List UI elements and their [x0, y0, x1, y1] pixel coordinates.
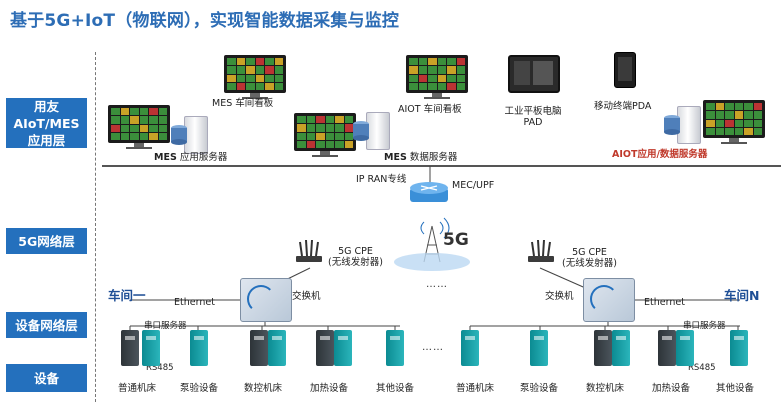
tablet-pad-device: [508, 55, 560, 93]
device-icon: [461, 330, 479, 366]
mes-app-server-label-rest: 应用服务器: [176, 152, 228, 163]
serial-server-icon: [676, 330, 694, 366]
page-title: 基于5G+IoT（物联网），实现智能数据采集与监控: [10, 11, 400, 31]
screen-grid: [297, 116, 353, 148]
layer-label-app: 用友AIoT/MES应用层: [6, 98, 87, 148]
device-caption-right-4: 其他设备: [715, 383, 754, 394]
aiot-server: [664, 102, 701, 144]
device-caption-right-2: 数控机床: [585, 383, 624, 394]
ethernet-left-label: Ethernet: [174, 297, 215, 308]
mes-workshop-board-monitor: [224, 55, 286, 99]
cpe-right-device: [528, 240, 554, 262]
screen-grid: [706, 103, 762, 135]
database-icon: [171, 125, 187, 145]
layer-label-5g-text: 5G网络层: [18, 233, 75, 249]
device-caption-left-0: 普通机床: [117, 383, 156, 394]
device-icon: [334, 330, 352, 366]
device-caption-left-3: 加热设备: [309, 383, 348, 394]
mes-app-server: [171, 112, 208, 154]
ethernet-right-label: Ethernet: [644, 297, 685, 308]
device-caption-right-0: 普通机床: [455, 383, 494, 394]
switch-left: [240, 278, 292, 322]
device-icon: [121, 330, 139, 366]
serial-server-left-label: 串口服务器: [144, 321, 187, 331]
app-network-bus-line: [102, 165, 781, 167]
layer-label-app-text: 用友AIoT/MES应用层: [13, 98, 80, 148]
device-icon: [658, 330, 676, 366]
aiot-server-monitor: [703, 100, 765, 144]
rs485-right-label: RS485: [688, 363, 716, 373]
device-caption-right-3: 加热设备: [651, 383, 690, 394]
aiot-server-label: AIOT应用/数据服务器: [612, 149, 708, 160]
rs485-left-label: RS485: [146, 363, 174, 373]
serial-server-right-label: 串口服务器: [683, 321, 726, 331]
switch-right: [583, 278, 635, 322]
device-caption-left-2: 数控机床: [243, 383, 282, 394]
aiot-board-label: AIOT 车间看板: [398, 104, 462, 115]
network-ellipsis: ……: [426, 279, 448, 290]
mes-app-monitor: [108, 105, 170, 149]
workshop-right-title: 车间N: [724, 288, 760, 303]
screen-grid: [227, 58, 283, 90]
device-icon: [268, 330, 286, 366]
workshop-left-title: 车间一: [108, 288, 146, 303]
device-caption-left-1: 泵验设备: [179, 383, 218, 394]
device-icon: [594, 330, 612, 366]
mes-data-server-label-rest: 数据服务器: [406, 152, 458, 163]
ip-ran-label: IP RAN专线: [356, 174, 407, 185]
fiveg-symbol: 5G: [443, 230, 469, 250]
cpe-left-device: [296, 240, 322, 262]
layer-label-5g: 5G网络层: [6, 228, 87, 254]
switch-left-label: 交换机: [292, 291, 321, 302]
device-icon: [316, 330, 334, 366]
device-caption-right-1: 泵验设备: [519, 383, 558, 394]
device-caption-left-4: 其他设备: [375, 383, 414, 394]
device-icon: [190, 330, 208, 366]
layer-label-device-network: 设备网络层: [6, 312, 87, 338]
pad-label: 工业平板电脑 PAD: [504, 106, 562, 128]
mes-data-server-label: MES 数据服务器: [384, 152, 457, 163]
serial-server-icon: [142, 330, 160, 366]
layer-label-device-network-text: 设备网络层: [15, 317, 78, 333]
pda-device: [614, 52, 636, 88]
database-icon: [353, 121, 369, 141]
mes-app-server-label-bold: MES: [154, 152, 177, 163]
device-icon: [386, 330, 404, 366]
mes-data-monitor: [294, 113, 356, 157]
mec-upf-label: MEC/UPF: [452, 180, 495, 191]
device-icon: [612, 330, 630, 366]
layer-label-device-text: 设备: [33, 370, 59, 386]
mes-data-server: [353, 108, 390, 150]
pda-label: 移动终端PDA: [594, 101, 652, 112]
database-icon: [664, 115, 680, 135]
cpe-left-label: 5G CPE (无线发射器): [328, 246, 383, 268]
device-icon: [730, 330, 748, 366]
mes-app-server-label: MES 应用服务器: [154, 152, 227, 163]
device-icon: [250, 330, 268, 366]
layer-label-device: 设备: [6, 364, 87, 392]
workshop-ellipsis: ……: [422, 342, 444, 353]
screen-grid: [111, 108, 167, 140]
cpe-right-label: 5G CPE (无线发射器): [562, 247, 617, 269]
mes-board-label: MES 车间看板: [212, 98, 274, 109]
aiot-workshop-board-monitor: [406, 55, 468, 99]
screen-grid: [409, 58, 465, 90]
device-icon: [530, 330, 548, 366]
mes-data-server-label-bold: MES: [384, 152, 407, 163]
layer-divider: [95, 52, 96, 402]
switch-right-label: 交换机: [545, 291, 574, 302]
